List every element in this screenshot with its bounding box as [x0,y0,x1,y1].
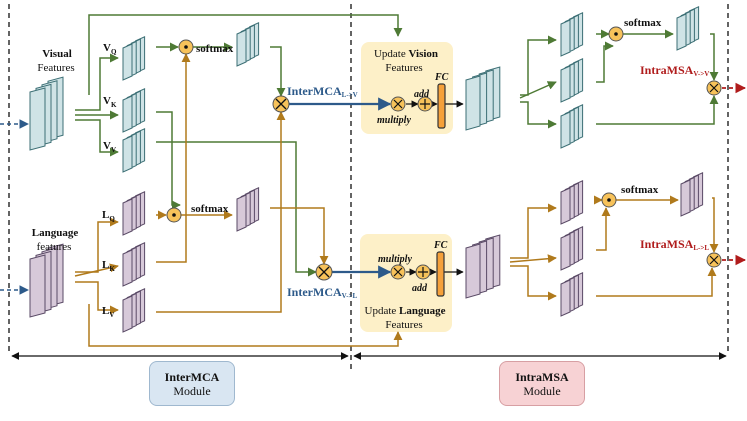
feature-layer [560,65,571,103]
feature-layer [122,95,133,133]
visual-label-line2: Features [37,62,74,74]
intra-vq-stack [560,12,584,57]
feature-layer [560,187,571,225]
feature-layer [236,194,247,232]
intra-vk-stack [560,58,584,103]
v-softmax-stack [236,22,260,67]
feature-layer [560,111,571,149]
language-label-line2: features [37,241,72,253]
module-separators [8,4,729,372]
feature-layer [465,75,481,131]
feature-layer [122,249,133,287]
intramsa-v2v-label: IntraMSAV->V [640,63,709,78]
intra-v-softmax-stack [676,6,700,51]
lk-label: LK [102,259,115,273]
update-language-title: Update Language [365,305,446,317]
intra-l-softmax-stack [680,172,704,217]
add-label-language: add [412,283,428,294]
cross-op-l2v [272,95,290,113]
feature-layer [122,43,133,81]
intramsa-module-name: IntraMSA [515,369,569,384]
intermca-l2v-label: InterMCAL->V [287,84,358,99]
feature-layer [560,233,571,271]
vv-stack [122,128,146,173]
feature-layer [560,19,571,57]
vv-label: VV [103,140,116,154]
cross-op-intra-vision [706,80,722,96]
feature-layer [122,198,133,236]
feature-layer [676,13,687,51]
language-label-line1: Language [32,227,79,239]
visual-label-line1: Visual [42,48,72,60]
intermca-module-name: InterMCA [164,369,220,384]
dot-op-intra-vision [608,26,624,42]
intermca-module-kind: Module [173,383,211,398]
feature-layer [680,179,691,217]
fc-layer-vision [437,83,446,129]
lk-stack [122,242,146,287]
multiply-op-language [390,264,406,280]
fc-label-vision: FC [434,72,449,83]
intramsa-module-kind: Module [523,383,561,398]
feature-layer [560,279,571,317]
softmax-label-vision: softmax [196,43,234,55]
language-flow-arrows [74,53,719,347]
vq-label: VQ [103,42,117,56]
update-vision-features: Features [385,62,422,74]
vk-label: VK [103,95,117,109]
main-flow-arrows [289,97,392,279]
cross-op-intra-language [706,252,722,268]
vq-stack [122,36,146,81]
visual-features-stack [29,76,64,151]
language-features-stack [29,243,64,318]
fc-label-language: FC [433,240,448,251]
update-language-features: Features [385,319,422,331]
feature-layer [122,295,133,333]
update-vision-title: Update Vision [374,48,438,60]
cross-op-v2l [315,263,333,281]
dot-op-intra-language [601,192,617,208]
input-arrows [0,119,29,295]
intermca-v2l-label: InterMCAV->L [287,285,358,300]
feature-layer [465,243,481,299]
add-op-language [415,264,431,280]
multiply-label-language: multiply [378,254,412,265]
intra-lk-stack [560,226,584,271]
feature-layer [29,87,46,151]
output-arrows [722,82,747,266]
lq-label: LQ [102,209,115,223]
multiply-label-vision: multiply [377,115,411,126]
intra-lq-stack [560,180,584,225]
updated-vision-stack [465,66,501,131]
lq-stack [122,191,146,236]
lv-label: LV [102,305,114,319]
softmax-label-intra-language: softmax [621,184,659,196]
intra-vv-stack [560,104,584,149]
add-label-vision: add [414,89,430,100]
feature-layer [29,254,46,318]
lv-stack [122,288,146,333]
intermca-module-box: InterMCA Module [149,361,235,406]
visual-flow-arrows [75,14,719,277]
softmax-label-intra-vision: softmax [624,17,662,29]
softmax-label-language: softmax [191,203,229,215]
feature-layer [236,29,247,67]
dot-op-language [166,207,182,223]
l-softmax-stack [236,187,260,232]
feature-layer [122,135,133,173]
fc-layer-language [436,251,445,297]
intramsa-l2l-label: IntraMSAL->L [640,237,709,252]
vk-stack [122,88,146,133]
add-op-vision [417,96,433,112]
intra-lv-stack [560,272,584,317]
dot-op-vision [178,39,194,55]
intramsa-module-box: IntraMSA Module [499,361,585,406]
multiply-op-vision [390,96,406,112]
updated-language-stack [465,234,501,299]
update-internals [406,100,464,276]
